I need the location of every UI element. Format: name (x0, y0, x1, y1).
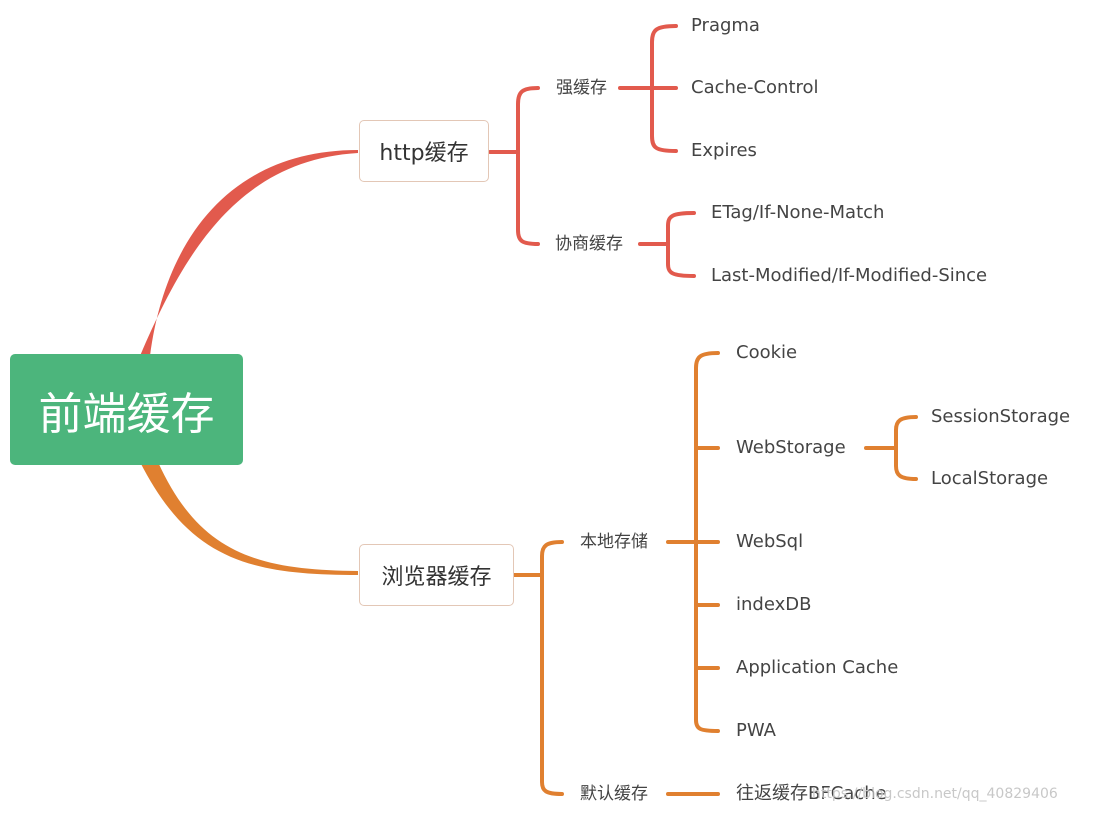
node-application-cache: Application Cache (736, 657, 899, 678)
node-http-cache: http缓存 (359, 120, 489, 182)
node-websql: WebSql (736, 531, 804, 552)
node-default-cache: 默认缓存 (580, 784, 648, 804)
node-browser-cache: 浏览器缓存 (359, 544, 514, 606)
node-etag: ETag/If-None-Match (711, 202, 885, 223)
node-negotiated-cache: 协商缓存 (555, 234, 623, 254)
node-localstorage: LocalStorage (931, 468, 1049, 489)
connector-root-http (140, 150, 358, 356)
node-pragma: Pragma (691, 15, 760, 36)
node-strong-cache: 强缓存 (556, 78, 607, 98)
node-sessionstorage: SessionStorage (931, 406, 1071, 427)
node-bfcache: 往返缓存BFCache (736, 783, 887, 804)
node-indexdb: indexDB (736, 594, 812, 615)
watermark: https://blog.csdn.net/qq_40829406 (812, 786, 1058, 802)
node-webstorage: WebStorage (736, 437, 846, 458)
connector-root-browser (140, 462, 358, 575)
node-pwa: PWA (736, 720, 776, 741)
node-cookie: Cookie (736, 342, 798, 363)
browser-connectors (512, 351, 918, 796)
http-connectors (488, 24, 696, 278)
node-last-modified: Last-Modified/If-Modified-Since (711, 265, 988, 286)
root-node: 前端缓存 (10, 354, 243, 465)
node-expires: Expires (691, 140, 757, 161)
node-cache-control: Cache-Control (691, 77, 819, 98)
node-local-storage: 本地存储 (580, 532, 648, 552)
